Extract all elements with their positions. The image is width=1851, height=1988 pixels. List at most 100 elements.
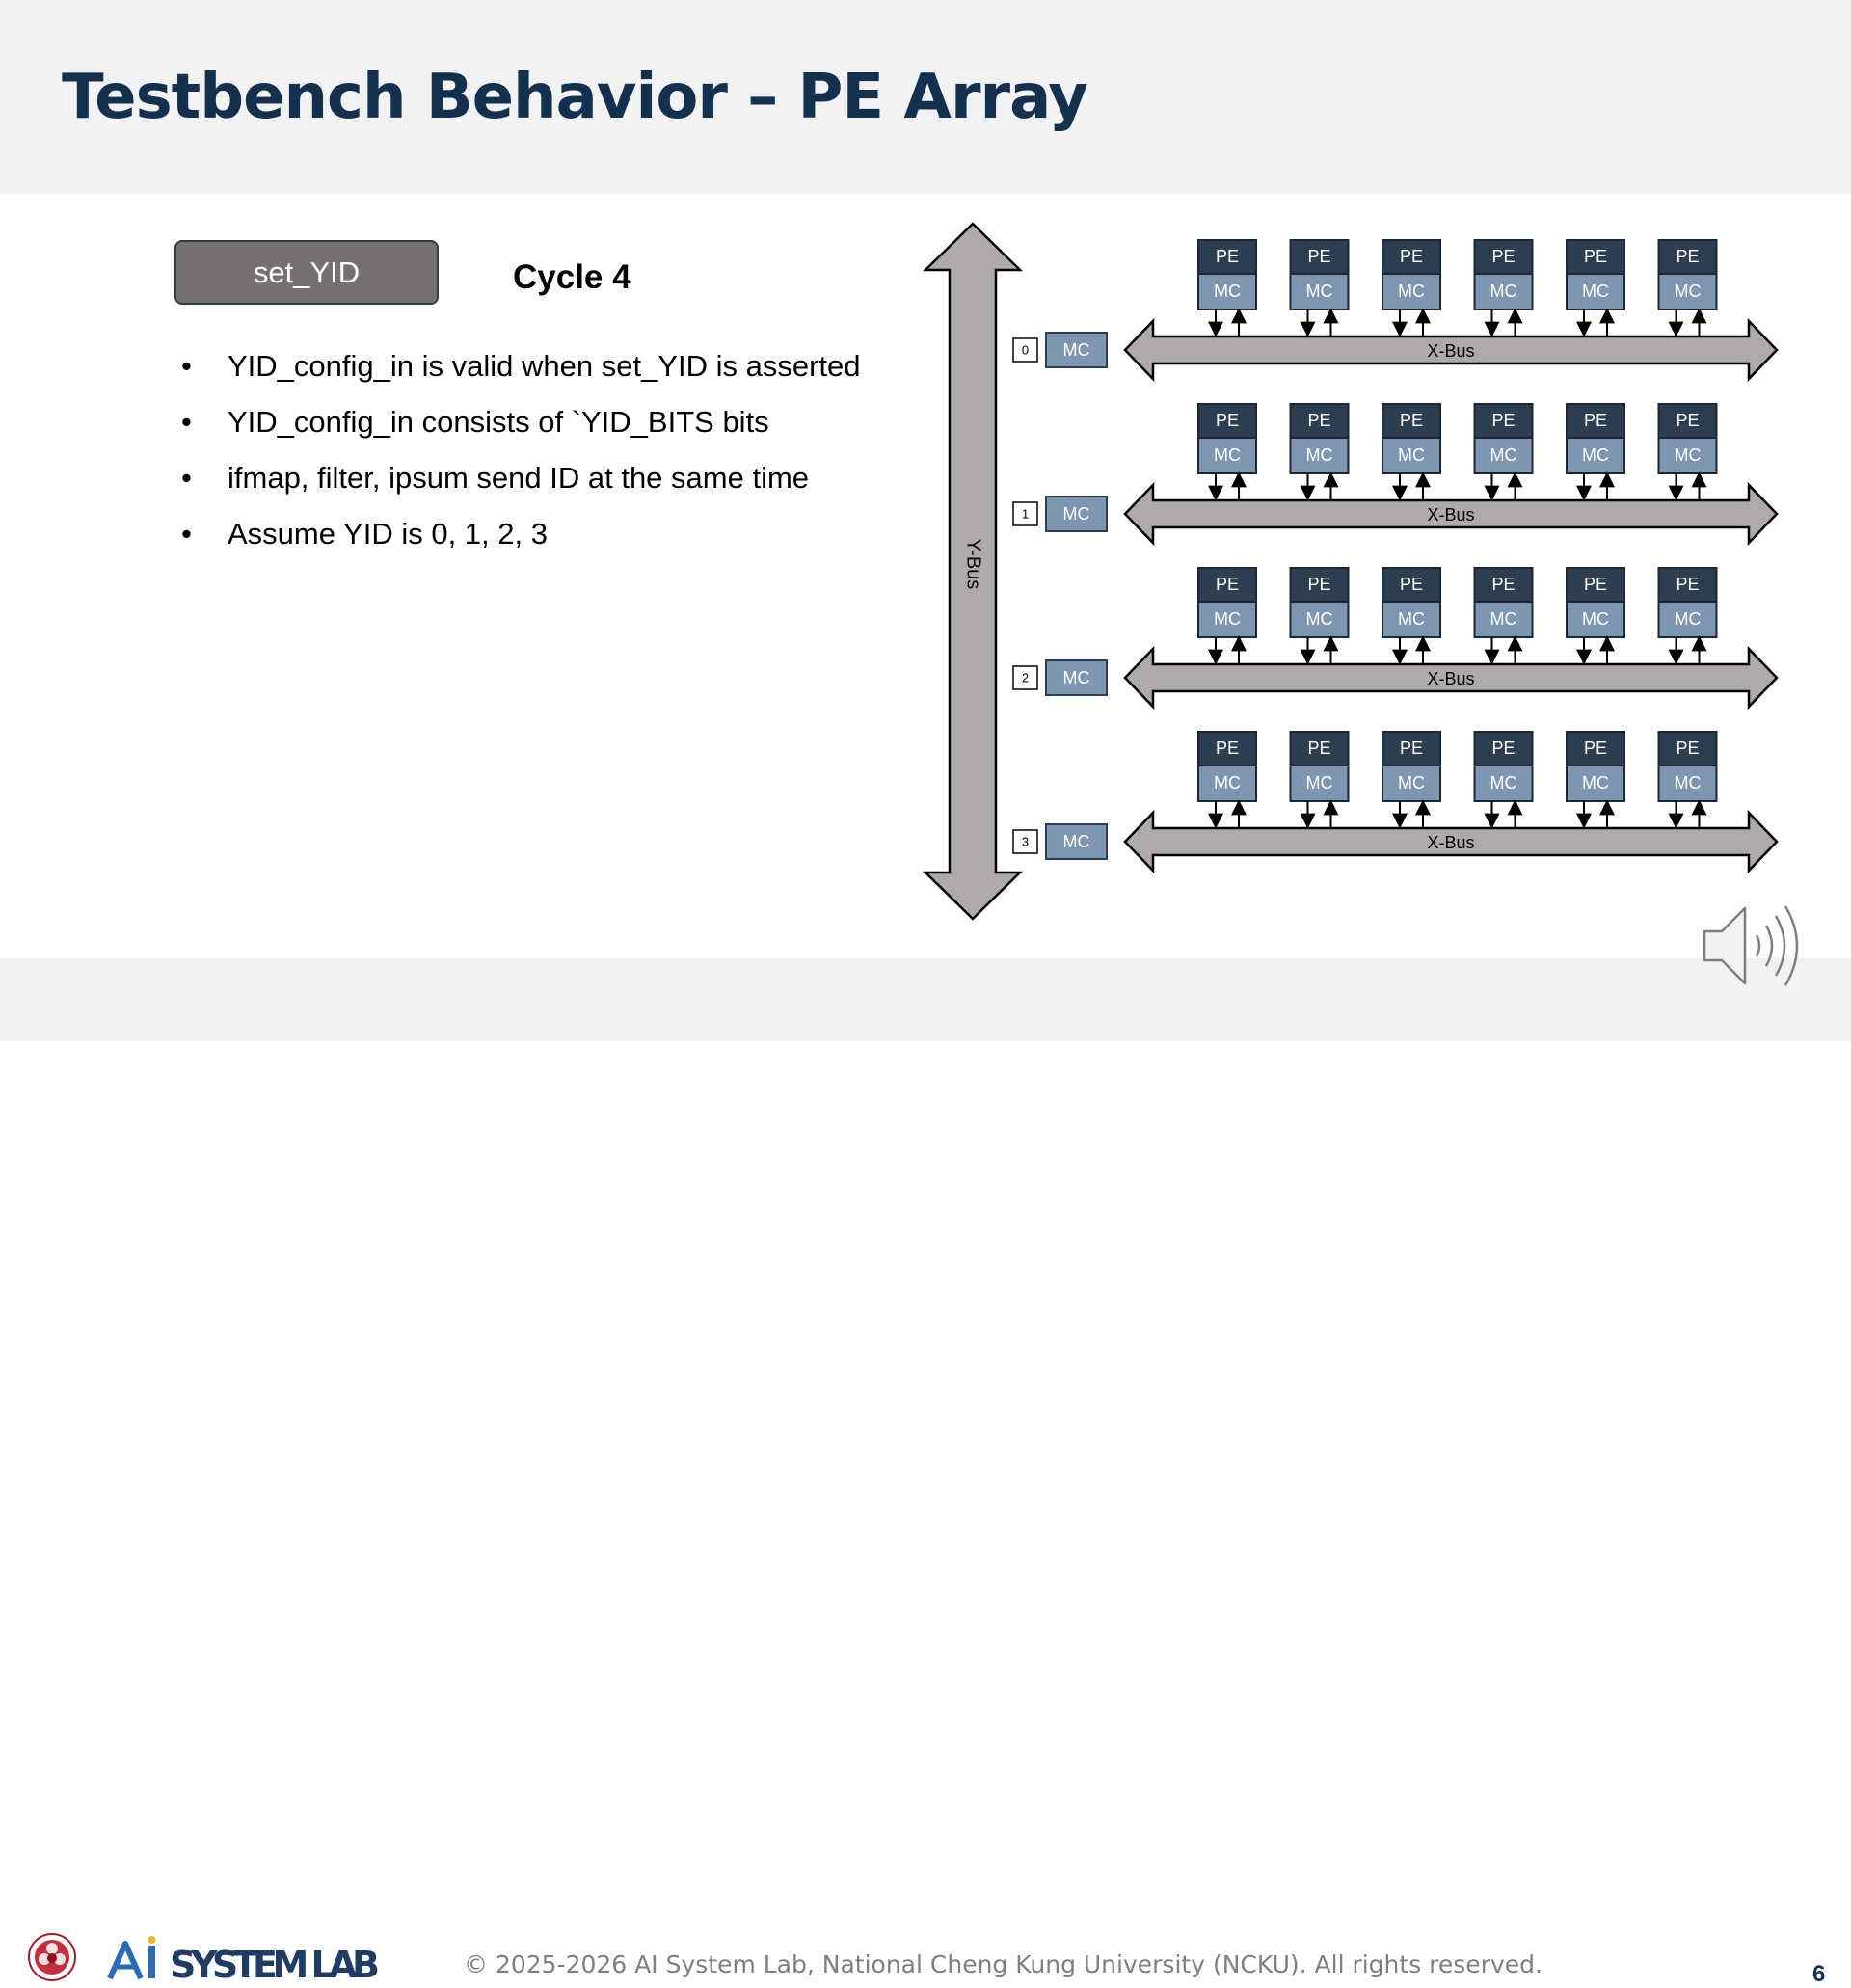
x-bus-arrow [1123, 809, 1779, 874]
pe-mc-box [1473, 601, 1534, 638]
pe-mc-label: MC [1306, 609, 1333, 629]
bullet-text: ifmap, filter, ipsum send ID at the same… [228, 461, 810, 495]
pe-mc-box [1289, 765, 1350, 802]
pe-mc-box [1566, 273, 1625, 310]
pe-box [1657, 567, 1718, 603]
pe-label: PE [1491, 411, 1515, 430]
pe-box [1382, 731, 1441, 766]
pe-label: PE [1307, 411, 1330, 430]
pe-mc-box [1566, 765, 1625, 802]
footer-bar: SYSTEM LAB © 2025-2026 AI System Lab, Na… [0, 958, 1851, 1987]
x-bus-label: X-Bus [1427, 341, 1474, 361]
pe-mc-label: MC [1675, 282, 1702, 301]
row-id-box [1012, 337, 1038, 363]
lab-logo-text: SYSTEM LAB [170, 1944, 380, 1984]
row-id-label: 2 [1022, 670, 1029, 685]
pe-box [1657, 239, 1718, 275]
bullet-item: •YID_config_in consists of `YID_BITS bit… [181, 405, 769, 439]
pe-box [1289, 403, 1350, 439]
pe-mc-box [1289, 437, 1350, 474]
pe-mc-label: MC [1306, 773, 1333, 793]
x-bus-arrow [1123, 481, 1779, 547]
pe-mc-box [1197, 437, 1257, 474]
pe-mc-box [1382, 437, 1441, 474]
cycle-label: Cycle 4 [513, 258, 631, 296]
pe-mc-box [1197, 273, 1257, 310]
pe-label: PE [1491, 739, 1515, 758]
pe-mc-label: MC [1490, 282, 1517, 301]
pe-mc-label: MC [1214, 445, 1241, 465]
pe-label: PE [1676, 247, 1699, 266]
pe-box [1566, 731, 1625, 766]
pe-box [1289, 567, 1350, 603]
row-id-label: 1 [1022, 506, 1029, 521]
row-id-box [1012, 665, 1038, 690]
pe-label: PE [1676, 575, 1699, 594]
title-bar: Testbench Behavior – PE Array [0, 0, 1851, 194]
x-bus-label: X-Bus [1427, 669, 1474, 688]
pe-mc-box [1657, 765, 1718, 802]
pe-mc-box [1657, 273, 1718, 310]
pe-mc-label: MC [1398, 609, 1425, 629]
bullet-text: Assume YID is 0, 1, 2, 3 [228, 517, 548, 551]
pe-mc-box [1289, 273, 1350, 310]
pe-label: PE [1584, 411, 1607, 430]
bullet-text: YID_config_in consists of `YID_BITS bits [228, 405, 769, 439]
pe-box [1197, 567, 1257, 603]
row-id-box [1012, 501, 1038, 526]
pe-mc-box [1473, 437, 1534, 474]
ncku-seal-icon [28, 1933, 76, 1981]
row-mc-box [1045, 332, 1108, 368]
pe-mc-box [1473, 273, 1534, 310]
x-bus-label: X-Bus [1427, 833, 1474, 852]
pe-label: PE [1676, 739, 1699, 758]
pe-mc-label: MC [1490, 773, 1517, 793]
x-bus-arrow [1123, 645, 1779, 711]
row-mc-label: MC [1063, 504, 1090, 524]
pe-mc-label: MC [1582, 773, 1609, 793]
pe-mc-box [1566, 437, 1625, 474]
pe-mc-box [1473, 765, 1534, 802]
bullet-item: •ifmap, filter, ipsum send ID at the sam… [181, 461, 810, 495]
pe-box [1473, 731, 1534, 766]
pe-mc-box [1566, 601, 1625, 638]
pe-mc-label: MC [1398, 773, 1425, 793]
ai-system-lab-logo: SYSTEM LAB [107, 1936, 380, 1984]
pe-label: PE [1400, 247, 1423, 266]
slide-title: Testbench Behavior – PE Array [62, 62, 1088, 133]
pe-mc-label: MC [1490, 609, 1517, 629]
row-id-label: 0 [1022, 342, 1029, 357]
row-mc-box [1045, 496, 1108, 532]
pe-mc-label: MC [1582, 282, 1609, 301]
bullet-list: •YID_config_in is valid when set_YID is … [177, 349, 861, 573]
bullet-item: •YID_config_in is valid when set_YID is … [181, 349, 861, 383]
pe-box [1382, 239, 1441, 275]
row-id-label: 3 [1022, 834, 1029, 848]
pe-label: PE [1216, 575, 1239, 594]
pe-label: PE [1307, 575, 1330, 594]
pe-label: PE [1400, 411, 1423, 430]
pe-label: PE [1584, 247, 1607, 266]
row-mc-label: MC [1063, 832, 1090, 851]
pe-label: PE [1491, 575, 1515, 594]
pe-mc-label: MC [1675, 445, 1702, 465]
pe-mc-label: MC [1490, 445, 1517, 465]
pe-mc-box [1289, 601, 1350, 638]
pe-mc-label: MC [1675, 773, 1702, 793]
pe-mc-label: MC [1398, 445, 1425, 465]
pe-label: PE [1307, 247, 1330, 266]
row-mc-label: MC [1063, 340, 1090, 360]
pe-label: PE [1400, 739, 1423, 758]
y-bus-label: Y-Bus [963, 539, 984, 590]
pe-mc-label: MC [1306, 445, 1333, 465]
pe-label: PE [1584, 575, 1607, 594]
pe-label: PE [1400, 575, 1423, 594]
y-bus-arrow [922, 222, 1024, 921]
pe-mc-label: MC [1214, 609, 1241, 629]
pe-mc-box [1382, 601, 1441, 638]
pe-box [1657, 731, 1718, 766]
pe-mc-box [1197, 601, 1257, 638]
x-bus-label: X-Bus [1427, 505, 1474, 524]
